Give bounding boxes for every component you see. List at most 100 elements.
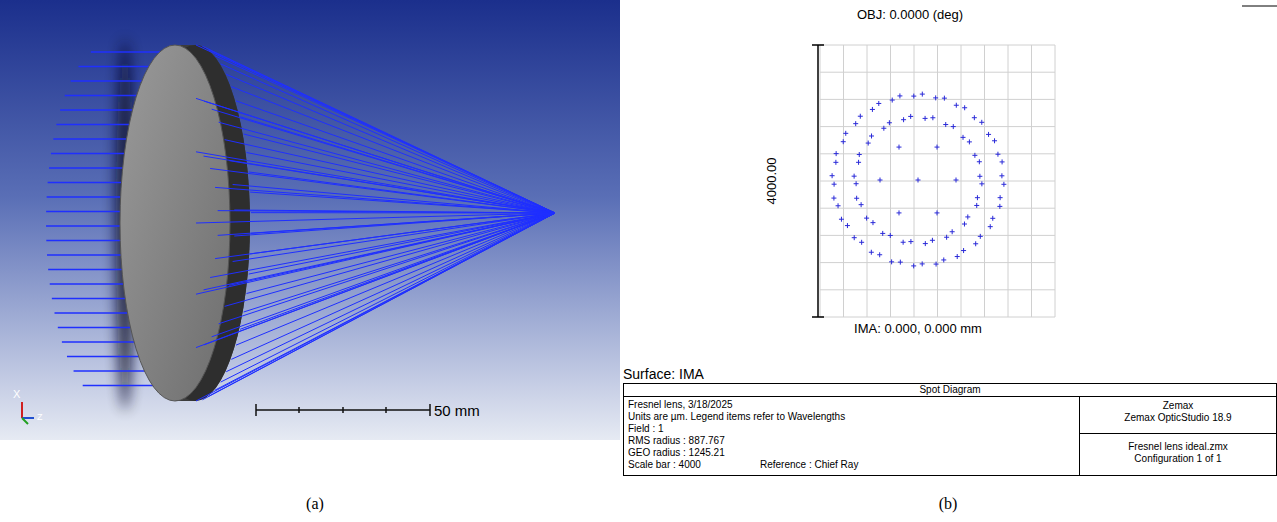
scale-label: 4000.00 [765, 158, 780, 205]
spot-point [935, 145, 940, 150]
spot-point [951, 124, 956, 129]
light-ray [196, 213, 555, 223]
spot-point [955, 254, 960, 259]
spot-point [836, 203, 841, 208]
plot-label: Fresnel lens ideal.zmx [1128, 441, 1227, 453]
scale-tick [812, 316, 824, 318]
plot-label: Zemax [1163, 400, 1194, 412]
grid-line [820, 262, 1055, 263]
spot-point [944, 235, 949, 240]
scale-tick [342, 407, 344, 413]
light-ray [221, 64, 555, 213]
grid-line [820, 235, 1055, 236]
light-ray [218, 211, 555, 213]
spot-point [878, 178, 883, 183]
spot-point [897, 210, 902, 215]
spot-point [877, 252, 882, 257]
light-ray [215, 187, 555, 213]
light-ray [221, 213, 555, 382]
scale-tick [429, 404, 431, 416]
spot-point [857, 152, 862, 157]
light-ray [212, 109, 555, 213]
scale-tick [812, 44, 824, 46]
spot-point [887, 120, 892, 125]
spot-point [990, 216, 995, 221]
plot-label: Field : 1 [628, 423, 664, 435]
spot-point [866, 141, 871, 146]
light-ray [249, 213, 555, 274]
spot-grid [820, 45, 1055, 317]
spot-point [979, 120, 984, 125]
light-ray [210, 168, 555, 213]
scale-line [817, 45, 819, 317]
spot-point [839, 217, 844, 222]
plot-label: GEO radius : 1245.21 [628, 447, 725, 459]
spot-point [930, 115, 935, 120]
spot-point [870, 220, 875, 225]
frame-edge [1242, 6, 1277, 7]
spot-point [998, 195, 1003, 200]
spot-point [930, 238, 935, 243]
light-ray [215, 56, 555, 213]
grid-line [961, 45, 962, 317]
spot-point [943, 122, 948, 127]
table-border [624, 384, 1277, 476]
spot-point [911, 263, 916, 268]
spot-point [972, 153, 977, 158]
grid-line [984, 45, 985, 317]
spot-point [898, 260, 903, 265]
plot-label: Zemax OpticStudio 18.9 [1124, 412, 1231, 424]
spot-point [978, 234, 983, 239]
spot-point [988, 224, 993, 229]
scale-tick [255, 404, 257, 416]
grid-line [820, 289, 1055, 290]
axis-triad [22, 402, 34, 424]
x-axis [21, 402, 23, 418]
plot-label: Reference : Chief Ray [760, 459, 858, 471]
panel-caption: (b) [939, 495, 958, 513]
plot-label: IMA: 0.000, 0.000 mm [854, 322, 982, 337]
light-ray [210, 213, 555, 278]
scale-bar [256, 404, 430, 416]
spot-point [977, 159, 982, 164]
light-ray [209, 50, 555, 213]
spot-point [869, 133, 874, 138]
vertical-scale-bar [812, 45, 824, 317]
render-background [0, 0, 620, 440]
spot-point [908, 114, 913, 119]
light-ray [233, 184, 555, 213]
spot-point [845, 223, 850, 228]
light-ray [225, 213, 555, 306]
spot-point [901, 240, 906, 245]
spot-point [889, 259, 894, 264]
panel-caption: (a) [306, 495, 324, 513]
plot-label: Scale bar : 4000 [628, 459, 701, 471]
spot-point [852, 174, 857, 179]
light-ray [196, 213, 555, 294]
spot-point [920, 261, 925, 266]
spot-point [973, 241, 978, 246]
light-ray [196, 152, 555, 213]
spot-point [870, 107, 875, 112]
spot-point [897, 145, 902, 150]
spot-point [942, 96, 947, 101]
spot-point [1001, 182, 1006, 187]
spot-point [858, 114, 863, 119]
spot-point [992, 138, 997, 143]
spot-point [954, 103, 959, 108]
light-ray [204, 156, 555, 213]
spot-point [834, 151, 839, 156]
focusing-rays [196, 45, 555, 401]
plot-label: Fresnel lens, 3/18/2025 [628, 399, 733, 411]
light-ray [219, 122, 555, 213]
light-ray [196, 98, 555, 213]
spot-point [832, 182, 837, 187]
spot-point [876, 101, 881, 106]
light-ray [231, 87, 555, 213]
plot-label: Configuration 1 of 1 [1134, 453, 1221, 465]
spot-point [841, 139, 846, 144]
spot-point [979, 181, 984, 186]
light-ray [196, 213, 555, 348]
plot-label: 50 mm [434, 402, 480, 419]
spot-point [974, 203, 979, 208]
